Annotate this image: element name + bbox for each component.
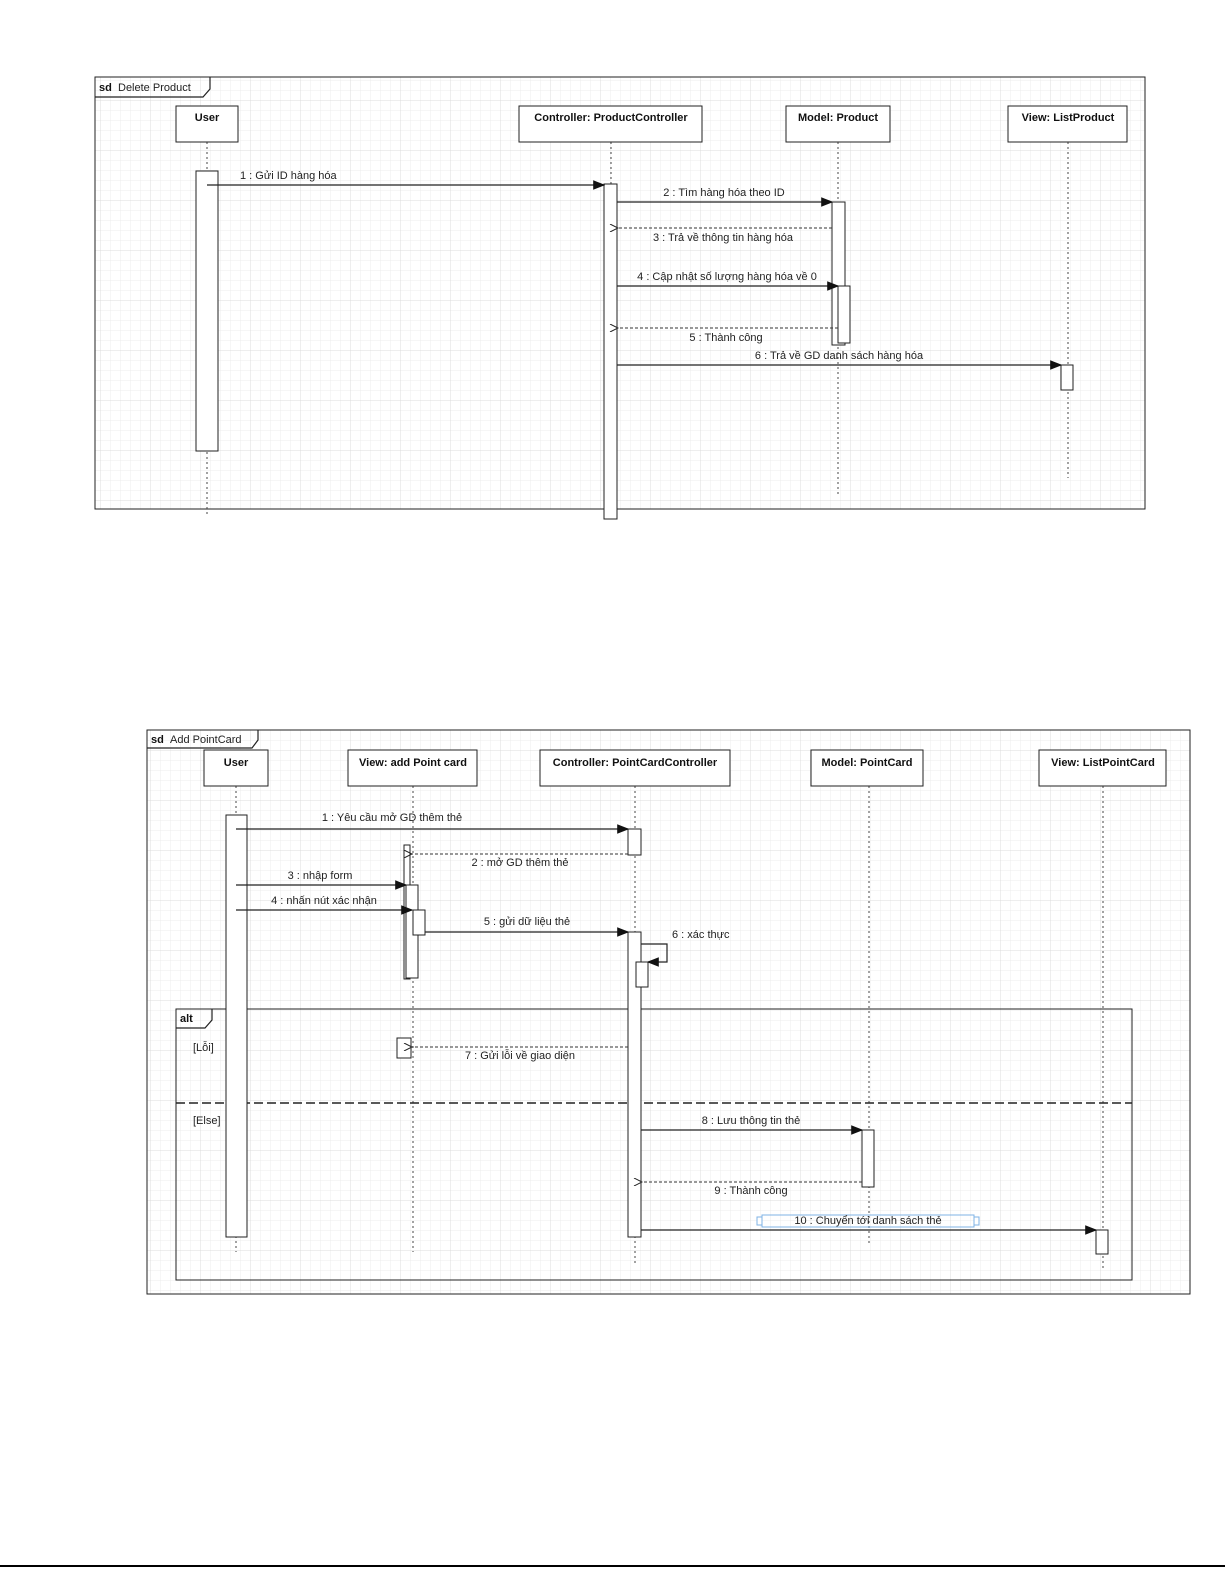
frame-tab xyxy=(147,730,259,749)
activation-bar xyxy=(396,1037,412,1059)
message-label: 8 : Lưu thông tin thẻ xyxy=(702,1115,801,1127)
message-label: 1 : Gửi ID hàng hóa xyxy=(240,170,338,182)
lifeline-label: View: ListProduct xyxy=(1022,112,1115,124)
activation-bar xyxy=(1060,364,1074,391)
message-label: 2 : Tìm hàng hóa theo ID xyxy=(663,187,785,199)
guard-label: [Else] xyxy=(193,1115,221,1127)
activation-bar xyxy=(627,828,642,856)
activation-bar xyxy=(195,170,219,452)
message-label: 3 : Trả về thông tin hàng hóa xyxy=(653,232,794,244)
lifeline-label: Controller: PointCardController xyxy=(553,757,718,769)
activation-bar xyxy=(635,961,649,988)
lifeline-model[interactable] xyxy=(810,749,924,787)
diagram-frame xyxy=(94,76,1146,510)
sequence-diagram-delete-product: sd Delete Product User Controller: Produ… xyxy=(94,76,1146,520)
lifeline-model[interactable] xyxy=(785,105,891,143)
guard-label: [Lỗi] xyxy=(193,1041,214,1054)
diagram-frame xyxy=(146,729,1191,1295)
frame-tab xyxy=(95,77,211,98)
lifeline-label: Model: Product xyxy=(798,112,878,124)
frame-kind: sd xyxy=(99,82,112,94)
lifeline-label: User xyxy=(224,757,249,769)
alt-fragment xyxy=(175,1008,1133,1281)
lifeline-user[interactable] xyxy=(175,105,239,143)
message-label: 1 : Yêu cầu mở GD thêm thẻ xyxy=(322,812,462,824)
activation-bar xyxy=(225,814,248,1238)
sequence-diagram-add-pointcard: sd Add PointCard User View: add Point ca… xyxy=(146,729,1191,1295)
lifeline-label: View: add Point card xyxy=(359,757,467,769)
frame-kind: sd xyxy=(151,734,164,746)
activation-bar xyxy=(861,1129,875,1188)
diagram-title: Delete Product xyxy=(118,82,191,94)
message-label: 5 : Thành công xyxy=(689,332,762,344)
self-message-arrow xyxy=(641,943,668,967)
message-label: 2 : mở GD thêm thẻ xyxy=(471,857,568,869)
activation-bar xyxy=(1095,1229,1109,1255)
activation-bar xyxy=(837,285,851,344)
message-label: 10 : Chuyển tới danh sách thẻ xyxy=(794,1215,941,1227)
lifeline-controller[interactable] xyxy=(518,105,703,143)
message-label: 4 : nhấn nút xác nhận xyxy=(271,895,377,907)
activation-bar xyxy=(603,183,618,520)
lifeline-view[interactable] xyxy=(1007,105,1128,143)
message-label: 6 : Trả về GD danh sách hàng hóa xyxy=(755,350,924,362)
message-label: 5 : gửi dữ liệu thẻ xyxy=(484,916,570,928)
lifeline-controller[interactable] xyxy=(539,749,731,787)
message-label: 6 : xác thực xyxy=(672,929,730,941)
lifeline-user[interactable] xyxy=(203,749,269,787)
message-label: 7 : Gửi lỗi về giao diện xyxy=(465,1049,575,1062)
fragment-kind: alt xyxy=(180,1013,193,1025)
message-label: 3 : nhập form xyxy=(288,870,353,882)
diagram-title: Add PointCard xyxy=(170,734,242,746)
activation-bar xyxy=(627,931,642,1238)
lifeline-label: Model: PointCard xyxy=(821,757,912,769)
lifeline-label: User xyxy=(195,112,220,124)
activation-bar xyxy=(412,909,426,936)
message-label: 4 : Cập nhật số lượng hàng hóa về 0 xyxy=(637,271,817,283)
lifeline-view-add[interactable] xyxy=(347,749,478,787)
lifeline-view-list[interactable] xyxy=(1038,749,1167,787)
lifeline-label: View: ListPointCard xyxy=(1051,757,1155,769)
lifeline-label: Controller: ProductController xyxy=(534,112,688,124)
message-label: 9 : Thành công xyxy=(714,1185,787,1197)
